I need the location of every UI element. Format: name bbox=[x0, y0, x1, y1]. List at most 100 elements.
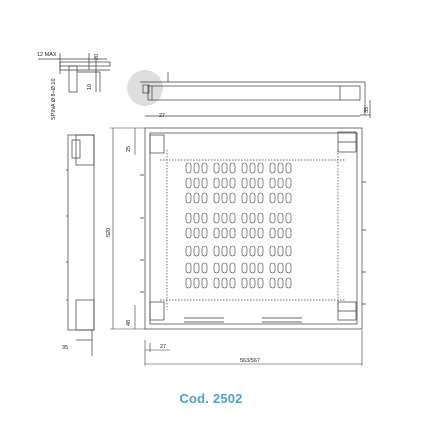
vent-slot bbox=[229, 177, 236, 189]
vent-slot bbox=[249, 212, 256, 224]
vent-slot bbox=[201, 245, 208, 257]
vent-slot bbox=[213, 162, 220, 174]
vent-slot bbox=[277, 177, 284, 189]
vent-slot bbox=[193, 212, 200, 224]
vent-slot bbox=[213, 212, 220, 224]
bracket-detail bbox=[38, 53, 111, 93]
dim-12max: 12 MAX bbox=[37, 52, 57, 58]
vent-slot bbox=[269, 245, 276, 257]
vent-slot bbox=[229, 277, 236, 289]
corner-bracket bbox=[149, 134, 165, 154]
vent-slot bbox=[221, 262, 228, 274]
vent-slot bbox=[249, 262, 256, 274]
vent-slot bbox=[185, 277, 192, 289]
ventilation-slot-grid bbox=[185, 162, 292, 289]
vent-slot bbox=[241, 277, 248, 289]
dim-pin-diameter: SPINA Ø 8÷Ø 10 bbox=[51, 78, 57, 120]
vent-slot bbox=[221, 212, 228, 224]
vent-slot bbox=[277, 192, 284, 204]
vent-slot bbox=[213, 192, 220, 204]
vent-slot bbox=[213, 227, 220, 239]
vent-slot bbox=[257, 162, 264, 174]
dim-top-35: 35 bbox=[364, 107, 370, 113]
vent-slot bbox=[249, 245, 256, 257]
vent-slot bbox=[201, 192, 208, 204]
dim-bottom-27: 27 bbox=[160, 344, 166, 350]
top-view bbox=[127, 70, 371, 118]
vent-slot bbox=[201, 277, 208, 289]
vent-slot bbox=[221, 162, 228, 174]
vent-slot bbox=[185, 262, 192, 274]
vent-slot bbox=[269, 227, 276, 239]
vent-slot bbox=[285, 277, 292, 289]
vent-slot bbox=[185, 192, 192, 204]
vent-slot bbox=[285, 177, 292, 189]
vent-slot bbox=[241, 162, 248, 174]
vent-slot bbox=[257, 212, 264, 224]
vent-slot bbox=[213, 245, 220, 257]
vent-slot bbox=[277, 262, 284, 274]
vent-slot bbox=[269, 262, 276, 274]
detail-circle bbox=[127, 70, 163, 106]
vent-slot bbox=[257, 245, 264, 257]
vent-slot bbox=[277, 227, 284, 239]
vent-slot bbox=[285, 162, 292, 174]
vent-slot bbox=[269, 277, 276, 289]
vent-slot bbox=[193, 162, 200, 174]
vent-slot bbox=[241, 192, 248, 204]
vent-slot bbox=[221, 277, 228, 289]
dim-20: 20 bbox=[94, 54, 100, 60]
vent-slot bbox=[257, 177, 264, 189]
vent-slot bbox=[277, 162, 284, 174]
vent-slot bbox=[185, 227, 192, 239]
vent-slot bbox=[229, 262, 236, 274]
vent-slot bbox=[269, 177, 276, 189]
side-view bbox=[66, 134, 95, 356]
vent-slot bbox=[269, 162, 276, 174]
front-view bbox=[140, 127, 366, 330]
vent-slot bbox=[185, 212, 192, 224]
dim-left-25: 25 bbox=[126, 146, 132, 152]
vent-slot bbox=[241, 262, 248, 274]
corner-bracket bbox=[149, 301, 165, 321]
vent-slot bbox=[213, 277, 220, 289]
product-code: Cod. 2502 bbox=[179, 391, 243, 406]
vent-slot bbox=[277, 277, 284, 289]
vent-slot bbox=[229, 192, 236, 204]
vent-slot bbox=[229, 245, 236, 257]
vent-slot bbox=[285, 245, 292, 257]
vent-slot bbox=[193, 277, 200, 289]
vent-slot bbox=[221, 192, 228, 204]
vent-slot bbox=[241, 227, 248, 239]
vent-slot bbox=[249, 227, 256, 239]
frame-outline bbox=[144, 127, 363, 330]
vent-slot bbox=[213, 177, 220, 189]
vent-slot bbox=[257, 227, 264, 239]
vent-slot bbox=[285, 212, 292, 224]
vent-slot bbox=[201, 177, 208, 189]
dim-left-48: 48 bbox=[126, 320, 132, 326]
dim-height-520: 520 bbox=[106, 228, 112, 237]
vent-slot bbox=[213, 262, 220, 274]
vent-slot bbox=[185, 162, 192, 174]
vent-slot bbox=[229, 212, 236, 224]
vent-slot bbox=[269, 192, 276, 204]
vent-slot bbox=[185, 245, 192, 257]
vent-slot bbox=[185, 177, 192, 189]
vent-slot bbox=[193, 245, 200, 257]
vent-slot bbox=[249, 177, 256, 189]
vent-slot bbox=[285, 262, 292, 274]
vent-slot bbox=[229, 162, 236, 174]
vent-slot bbox=[277, 245, 284, 257]
vent-slot bbox=[277, 212, 284, 224]
vent-slot bbox=[193, 192, 200, 204]
dim-top-27: 27 bbox=[159, 113, 165, 119]
vent-slot bbox=[221, 177, 228, 189]
dim-width-563-567: 563/567 bbox=[240, 358, 260, 364]
vent-slot bbox=[241, 212, 248, 224]
vent-slot bbox=[193, 262, 200, 274]
front-dimension-lines bbox=[110, 127, 363, 366]
vent-slot bbox=[241, 177, 248, 189]
vent-slot bbox=[257, 262, 264, 274]
